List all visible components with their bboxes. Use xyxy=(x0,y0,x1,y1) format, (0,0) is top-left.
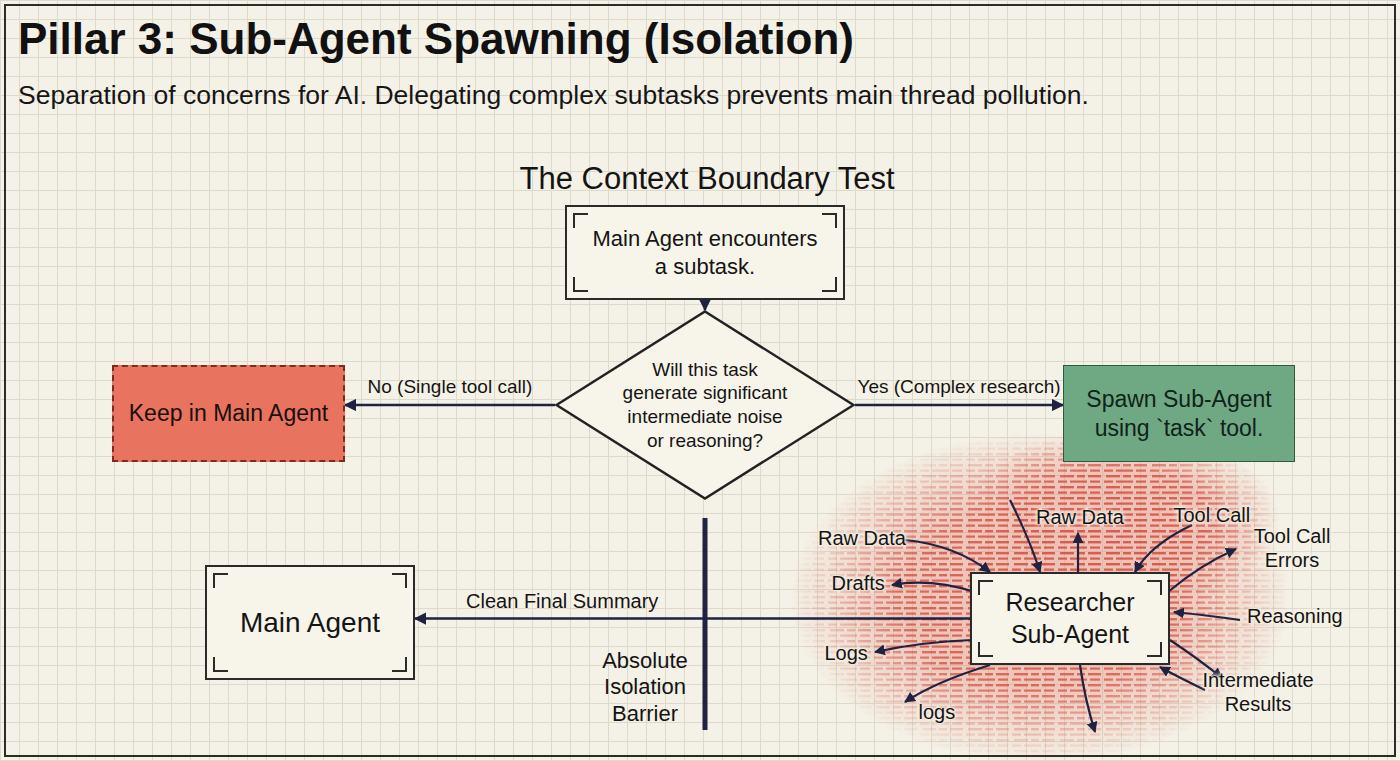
corner-bracket xyxy=(392,573,407,588)
outcome-box: Spawn Sub-Agent using `task` tool. xyxy=(1063,365,1295,462)
corner-bracket xyxy=(213,573,228,588)
corner-bracket xyxy=(978,580,993,595)
flow-arrow xyxy=(345,404,555,407)
decision-diamond: Will this task generate significant inte… xyxy=(555,310,855,500)
diamond-shape xyxy=(557,312,854,499)
leader-arrows xyxy=(875,500,1240,732)
diamond-outline xyxy=(555,310,855,500)
barrier-label: Absolute Isolation Barrier xyxy=(590,648,700,727)
node-text: Main Agent encounters a subtask. xyxy=(587,225,823,280)
node-text: Will this task generate significant inte… xyxy=(620,358,790,453)
corner-bracket xyxy=(213,657,228,672)
corner-bracket xyxy=(573,277,588,292)
corner-bracket xyxy=(1147,580,1162,595)
corner-bracket xyxy=(1147,642,1162,657)
edge-label: Clean Final Summary xyxy=(466,589,658,613)
agent-box: Researcher Sub-Agent xyxy=(970,572,1170,665)
corner-bracket xyxy=(822,277,837,292)
noise-cloud xyxy=(760,420,1300,760)
node-text: Main Agent xyxy=(215,605,405,640)
flow-arrow xyxy=(704,300,707,310)
noise-label: Drafts xyxy=(832,571,885,595)
diagram-title: Pillar 3: Sub-Agent Spawning (Isolation) xyxy=(18,14,854,65)
corner-bracket xyxy=(392,657,407,672)
noise-label: Reasoning xyxy=(1247,604,1343,628)
agent-box: Main Agent xyxy=(205,565,415,680)
noise-label: Raw Data xyxy=(1036,505,1124,529)
noise-label: Tool Call Errors xyxy=(1242,524,1342,572)
noise-label: Intermediate Results xyxy=(1198,668,1318,716)
edge-label: Yes (Complex research) xyxy=(858,376,1061,399)
noise-label: Raw Data xyxy=(818,526,906,550)
outcome-box: Keep in Main Agent xyxy=(112,365,345,462)
node-text: Researcher Sub-Agent xyxy=(985,587,1155,650)
noise-label: logs xyxy=(919,700,956,724)
process-box: Main Agent encounters a subtask. xyxy=(565,205,845,300)
noise-label: Logs xyxy=(825,641,868,665)
noise-label: Tool Call xyxy=(1174,503,1251,527)
edge-label: No (Single tool call) xyxy=(368,376,533,399)
isolation-barrier xyxy=(703,518,708,730)
node-text: Spawn Sub-Agent using `task` tool. xyxy=(1079,385,1279,443)
corner-bracket xyxy=(573,213,588,228)
flow-arrow xyxy=(415,617,970,620)
diagram-subtitle: Separation of concerns for AI. Delegatin… xyxy=(18,80,1089,112)
flow-arrow xyxy=(855,404,1063,407)
corner-bracket xyxy=(978,642,993,657)
node-text: Keep in Main Agent xyxy=(121,399,336,428)
corner-bracket xyxy=(822,213,837,228)
section-heading: The Context Boundary Test xyxy=(520,160,895,197)
